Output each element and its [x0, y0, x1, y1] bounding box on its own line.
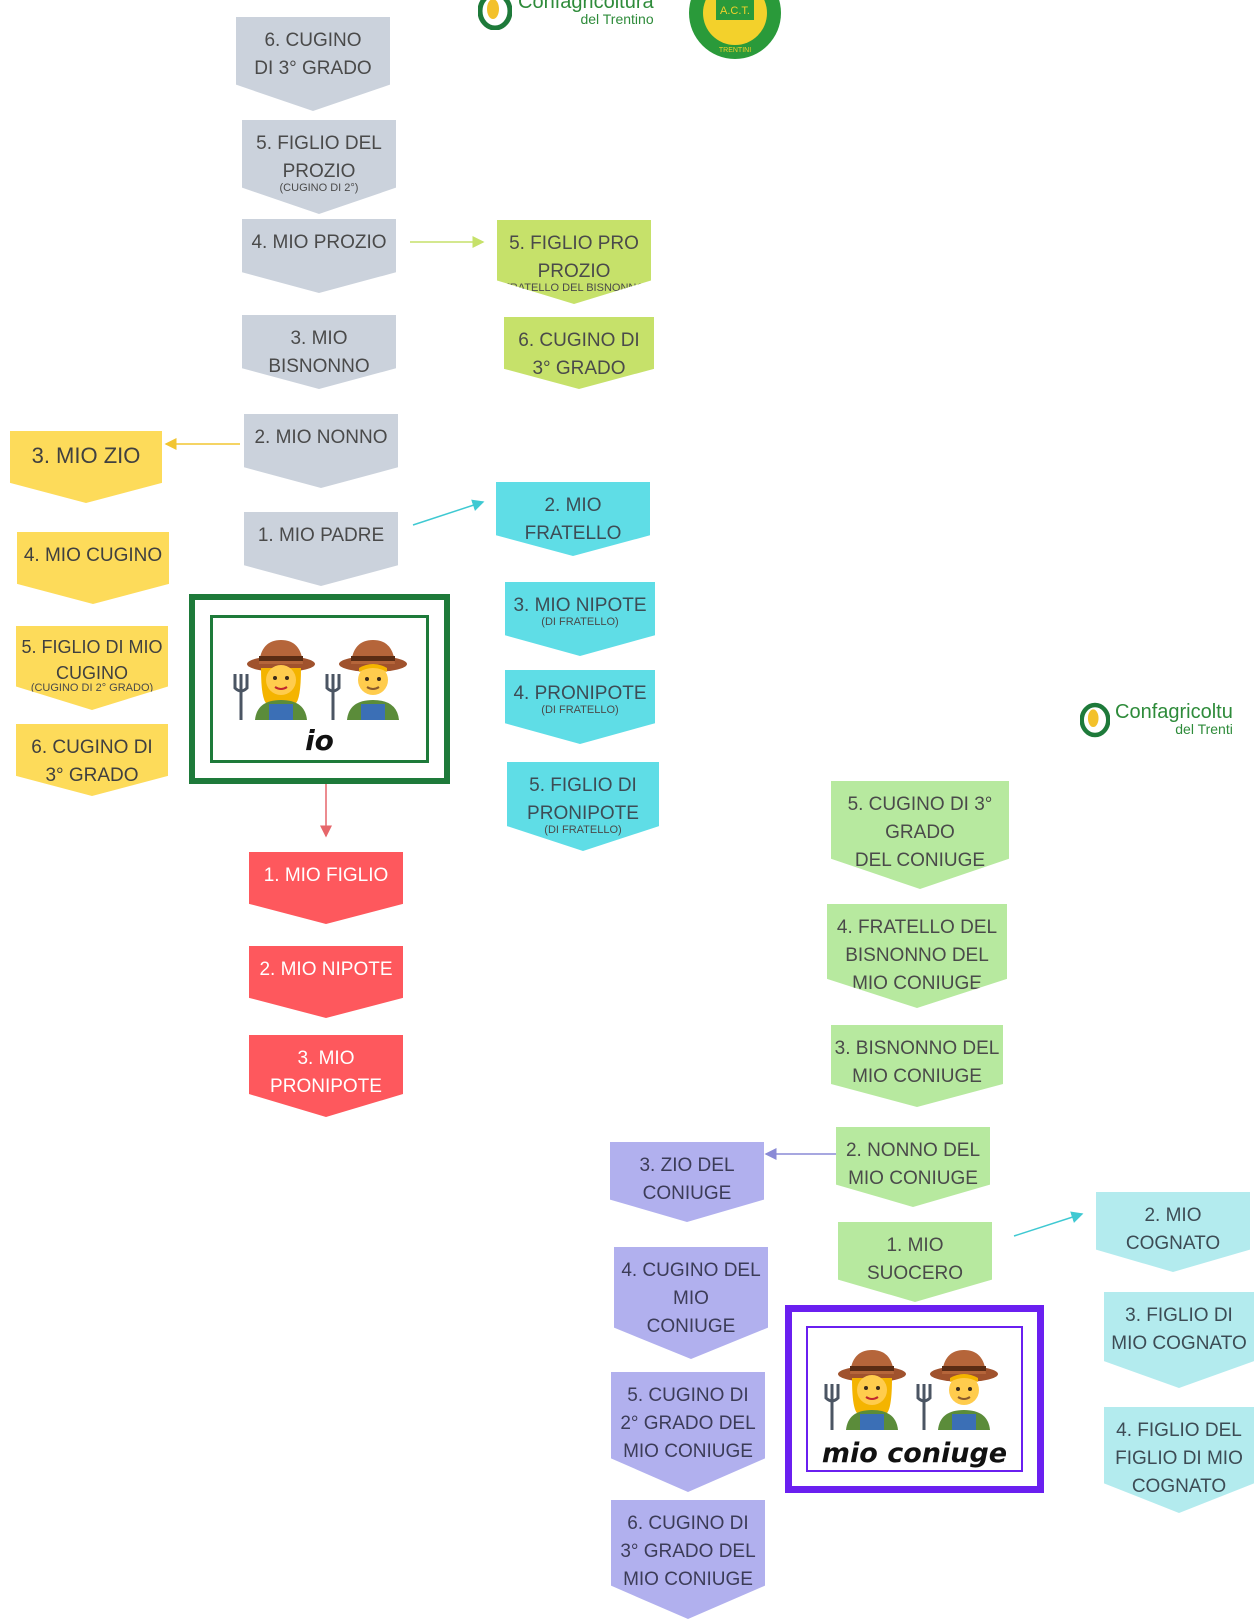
confagricoltura-logo-right: Confagricoltu del Trenti	[1080, 702, 1233, 738]
wheat-logo-icon	[1080, 702, 1110, 738]
arrow-suocero-to-cognato	[1013, 1211, 1084, 1237]
man-farmer-icon	[916, 1350, 998, 1430]
man-farmer-icon	[325, 640, 407, 720]
seal-ring-text: TRENTINI	[719, 47, 751, 54]
node-sub: (DI FRATELLO)	[544, 824, 622, 836]
node-cugino-3-grado-zio: 6. CUGINO DI 3° GRADO	[16, 724, 168, 796]
node-bisnonno-coniuge: 3. BISNONNO DEL MIO CONIUGE	[831, 1025, 1003, 1107]
seal-text: A.C.T.	[720, 5, 750, 17]
node-sub: (DI FRATELLO)	[541, 616, 619, 628]
arrow-padre-to-fratello	[412, 499, 485, 526]
spouse-caption: mio coniuge	[821, 1438, 1008, 1469]
wheat-logo-icon	[478, 0, 512, 30]
woman-farmer-icon	[824, 1350, 906, 1430]
logo-line1: Confagricoltura	[518, 0, 654, 13]
self-caption: io	[305, 724, 334, 757]
node-sub: (FRATELLO DEL BISNONNO)	[499, 282, 649, 294]
node-mio-nipote-fratello: 3. MIO NIPOTE (DI FRATELLO)	[505, 582, 655, 656]
node-figlio-pro-prozio: 5. FIGLIO PRO PROZIO (FRATELLO DEL BISNO…	[497, 220, 651, 304]
logo-line2: del Trenti	[1175, 721, 1233, 737]
logo-line1: Confagricoltu	[1115, 701, 1233, 723]
node-sub: (CUGINO DI 2° GRADO)	[30, 682, 154, 694]
woman-farmer-icon	[233, 640, 315, 720]
act-seal-logo: A.C.T. TRENTINI	[689, 0, 781, 59]
node-cugino-2-grado-coniuge: 5. CUGINO DI 2° GRADO DEL MIO CONIUGE	[611, 1372, 765, 1492]
logo-line2: del Trentino	[580, 11, 654, 27]
confagricoltura-logo-top: Confagricoltura del Trentino	[478, 0, 654, 30]
spouse-box: mio coniuge	[785, 1305, 1044, 1493]
self-box: io	[189, 594, 450, 784]
node-sub: (CUGINO DI 2°)	[279, 182, 359, 194]
node-sub: (DI FRATELLO)	[541, 704, 619, 716]
